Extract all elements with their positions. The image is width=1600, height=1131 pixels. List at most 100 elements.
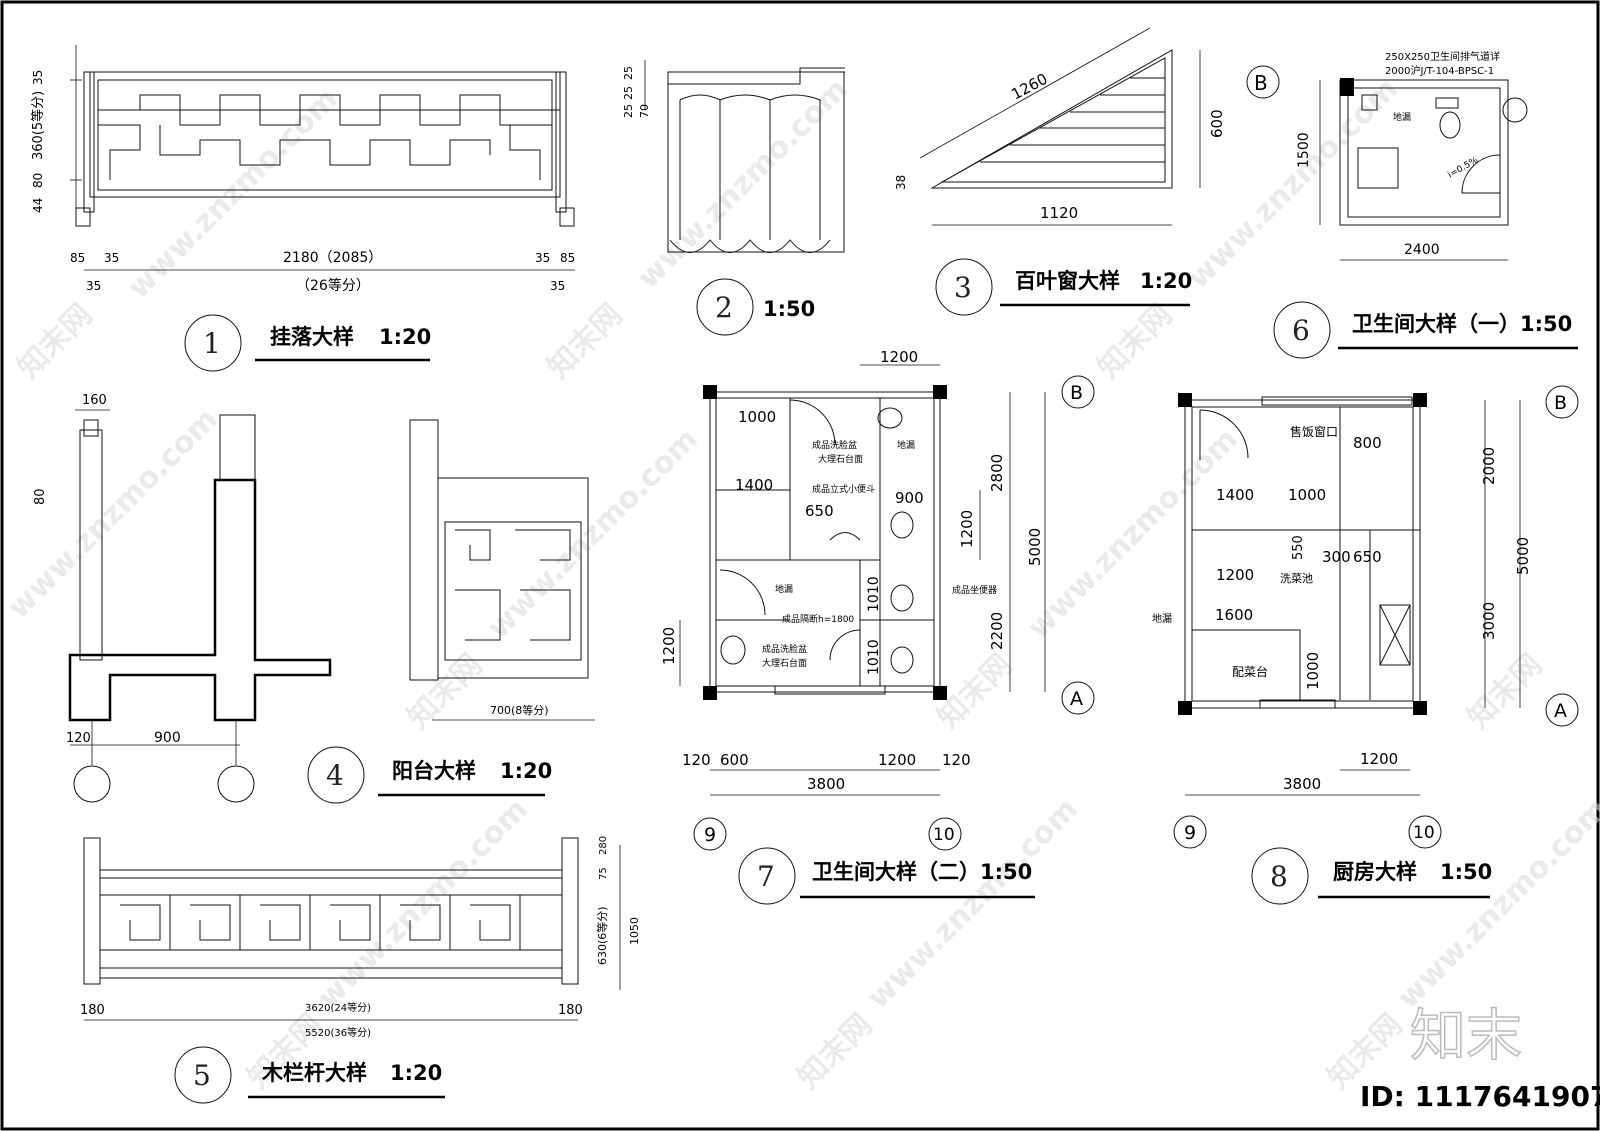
svg-text:35: 35 xyxy=(86,279,101,293)
svg-text:百叶窗大样: 百叶窗大样 xyxy=(1015,269,1120,293)
svg-text:1:50: 1:50 xyxy=(980,860,1032,884)
svg-text:3620(24等分): 3620(24等分) xyxy=(305,1001,371,1014)
detail-title-1: 1 挂落大样 1:20 xyxy=(184,314,431,372)
svg-text:1600: 1600 xyxy=(1215,606,1253,624)
svg-text:1:20: 1:20 xyxy=(379,325,431,349)
svg-text:2000沪J/T-104-BPSC-1: 2000沪J/T-104-BPSC-1 xyxy=(1385,64,1494,77)
svg-text:大理石台面: 大理石台面 xyxy=(762,657,807,669)
svg-text:900: 900 xyxy=(154,730,181,746)
svg-text:www.znzmo.com: www.znzmo.com xyxy=(311,792,535,1016)
svg-text:www.znzmo.com: www.znzmo.com xyxy=(121,82,345,306)
svg-text:挂落大样: 挂落大样 xyxy=(270,325,354,349)
svg-text:1200: 1200 xyxy=(878,751,916,769)
svg-text:1200: 1200 xyxy=(1216,566,1254,584)
svg-text:250X250卫生间排气道详: 250X250卫生间排气道详 xyxy=(1385,50,1500,63)
svg-text:1050: 1050 xyxy=(628,917,641,945)
svg-text:1500: 1500 xyxy=(1296,132,1312,168)
svg-text:知末网: 知末网 xyxy=(11,297,99,385)
svg-text:25: 25 xyxy=(622,104,635,118)
svg-text:阳台大样: 阳台大样 xyxy=(392,759,476,783)
svg-text:1400: 1400 xyxy=(1216,486,1254,504)
detail-4-balcony: 160 80 120 900 700(8等分) xyxy=(33,393,595,803)
svg-text:知末网: 知末网 xyxy=(401,647,489,735)
svg-text:25: 25 xyxy=(622,66,635,80)
svg-text:35: 35 xyxy=(31,70,45,85)
svg-text:知末网: 知末网 xyxy=(541,297,629,385)
svg-text:2400: 2400 xyxy=(1404,242,1440,258)
detail-5-wood-railing: 180 180 3620(24等分) 5520(36等分) 1050 630(6… xyxy=(80,836,641,1039)
detail-title-6: 6 卫生间大样（一） 1:50 xyxy=(1273,301,1578,359)
svg-text:75: 75 xyxy=(598,867,609,880)
detail-title-4: 4 阳台大样 1:20 xyxy=(307,746,552,804)
svg-text:2200: 2200 xyxy=(988,612,1006,650)
svg-text:A: A xyxy=(1070,688,1083,710)
svg-text:8: 8 xyxy=(1270,860,1288,893)
svg-text:1200: 1200 xyxy=(660,627,678,665)
svg-text:1010: 1010 xyxy=(866,576,882,612)
svg-text:25: 25 xyxy=(622,86,635,100)
svg-text:1000: 1000 xyxy=(738,408,776,426)
svg-text:800: 800 xyxy=(1353,434,1382,452)
svg-text:80: 80 xyxy=(33,488,48,505)
svg-text:知末网: 知末网 xyxy=(1461,647,1549,735)
svg-text:1200: 1200 xyxy=(1360,750,1398,768)
svg-text:35: 35 xyxy=(550,279,565,293)
svg-text:2: 2 xyxy=(715,291,733,324)
svg-text:成品洗脸盆: 成品洗脸盆 xyxy=(762,643,807,655)
svg-text:44: 44 xyxy=(31,198,45,213)
detail-8-kitchen: 售饭窗口 800 1400 1000 550 300 650 1200 洗菜池 … xyxy=(1152,385,1579,849)
svg-text:售饭窗口: 售饭窗口 xyxy=(1290,424,1338,439)
svg-text:1:50: 1:50 xyxy=(763,297,815,321)
svg-text:5520(36等分): 5520(36等分) xyxy=(305,1026,371,1039)
svg-text:1:20: 1:20 xyxy=(1140,269,1192,293)
svg-text:3800: 3800 xyxy=(807,775,845,793)
svg-text:www.znzmo.com: www.znzmo.com xyxy=(1021,422,1245,646)
svg-text:1260: 1260 xyxy=(1008,70,1050,104)
svg-text:1000: 1000 xyxy=(1304,652,1322,690)
svg-text:600: 600 xyxy=(1208,109,1226,138)
svg-text:550: 550 xyxy=(1291,535,1306,560)
svg-text:2180（2085）: 2180（2085） xyxy=(283,250,382,266)
svg-text:650: 650 xyxy=(805,502,834,520)
svg-text:35: 35 xyxy=(104,251,119,265)
svg-text:85: 85 xyxy=(70,251,85,265)
svg-text:900: 900 xyxy=(895,489,924,507)
svg-text:地漏: 地漏 xyxy=(775,583,793,595)
detail-2-roof-tiles: 25 25 25 70 xyxy=(622,60,845,253)
svg-text:A: A xyxy=(1554,700,1567,722)
svg-text:www.znzmo.com: www.znzmo.com xyxy=(481,422,705,646)
svg-text:600: 600 xyxy=(720,751,749,769)
svg-text:70: 70 xyxy=(638,104,651,118)
detail-1-hanging-fascia: 360(5等分) 35 80 44 2180（2085） （26等分） 85 3… xyxy=(30,45,575,294)
svg-text:成品坐便器: 成品坐便器 xyxy=(952,584,997,596)
svg-text:700(8等分): 700(8等分) xyxy=(490,703,549,717)
svg-text:180: 180 xyxy=(558,1003,583,1018)
svg-text:1:20: 1:20 xyxy=(500,759,552,783)
svg-text:地漏: 地漏 xyxy=(1152,612,1172,625)
svg-text:10: 10 xyxy=(1413,823,1435,843)
svg-text:2800: 2800 xyxy=(988,454,1006,492)
svg-text:知末网: 知末网 xyxy=(791,1007,879,1095)
svg-text:4: 4 xyxy=(326,759,344,792)
detail-7-bathroom-two: 1200 1000 1400 650 900 1200 2800 5000 22… xyxy=(660,348,1095,851)
svg-text:www.znzmo.com: www.znzmo.com xyxy=(861,792,1085,1016)
svg-text:1:50: 1:50 xyxy=(1440,860,1492,884)
svg-text:7: 7 xyxy=(757,860,775,893)
svg-text:1400: 1400 xyxy=(735,476,773,494)
svg-text:1: 1 xyxy=(203,327,221,360)
svg-text:大理石台面: 大理石台面 xyxy=(818,453,863,465)
svg-text:1:20: 1:20 xyxy=(390,1061,442,1085)
detail-title-7: 7 卫生间大样（二） 1:50 xyxy=(738,847,1035,905)
detail-title-2: 2 1:50 xyxy=(696,278,815,336)
svg-text:6: 6 xyxy=(1292,314,1310,347)
svg-text:B: B xyxy=(1554,392,1567,414)
svg-text:300: 300 xyxy=(1322,548,1351,566)
svg-text:10: 10 xyxy=(933,825,955,845)
svg-text:180: 180 xyxy=(80,1003,105,1018)
svg-text:80: 80 xyxy=(31,173,45,188)
svg-text:160: 160 xyxy=(82,393,107,408)
svg-text:9: 9 xyxy=(704,824,716,846)
svg-text:www.znzmo.com: www.znzmo.com xyxy=(1,402,225,626)
